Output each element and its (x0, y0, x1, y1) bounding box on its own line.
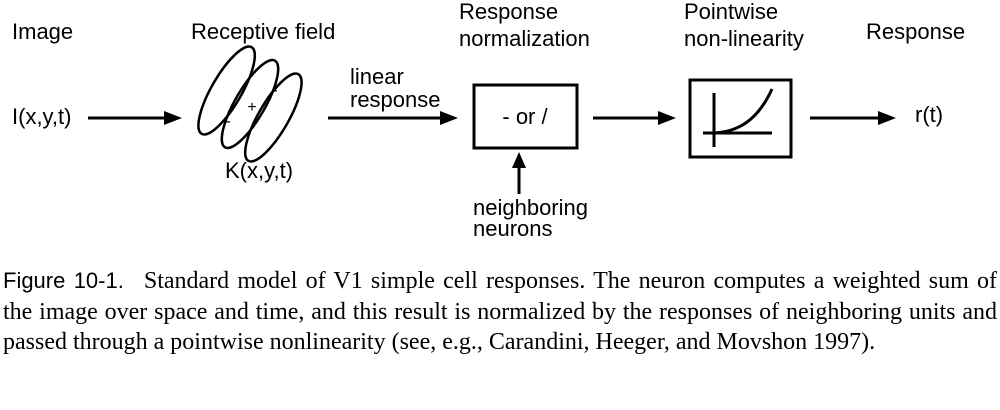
header-response-normalization-line2: normalization (459, 26, 590, 51)
caption-text: Standard model of V1 simple cell respons… (3, 268, 997, 355)
arrow-linear-response (328, 111, 458, 125)
header-pointwise-line2: non-linearity (684, 26, 804, 51)
output-label: r(t) (915, 102, 944, 127)
figure-caption: Figure 10-1.Standard model of V1 simple … (3, 266, 997, 358)
arrow-normalization-to-nonlinearity (593, 111, 676, 125)
kernel-sign-left: - (225, 113, 230, 130)
arrow-input-to-kernel (88, 111, 182, 125)
receptive-field-kernel: - + - (197, 45, 303, 163)
header-response: Response (866, 19, 966, 44)
model-diagram: Image Receptive field Response normaliza… (12, 0, 966, 241)
figure-label: Figure 10-1. (3, 268, 124, 293)
neighboring-line2: neurons (473, 216, 553, 241)
header-image: Image (12, 19, 74, 44)
input-label: I(x,y,t) (12, 104, 72, 129)
linear-response-line2: response (350, 87, 441, 112)
header-pointwise-line1: Pointwise (684, 0, 779, 24)
header-receptive-field: Receptive field (191, 19, 336, 44)
kernel-sign-right: - (272, 82, 277, 99)
neighboring-line1: neighboring (473, 195, 588, 220)
normalization-box (472, 83, 579, 150)
diagram-graphics: - + - - or / (88, 45, 896, 194)
arrow-nonlinearity-to-output (810, 111, 896, 125)
header-response-normalization-line1: Response (459, 0, 559, 24)
arrow-neighboring-neurons (512, 152, 526, 194)
nonlinearity-box (688, 78, 793, 159)
kernel-sign-center: + (247, 99, 256, 116)
normalization-box-text: - or / (502, 104, 548, 129)
linear-response-line1: linear (350, 64, 404, 89)
kernel-label: K(x,y,t) (225, 158, 294, 183)
nonlinearity-curve (713, 88, 774, 135)
